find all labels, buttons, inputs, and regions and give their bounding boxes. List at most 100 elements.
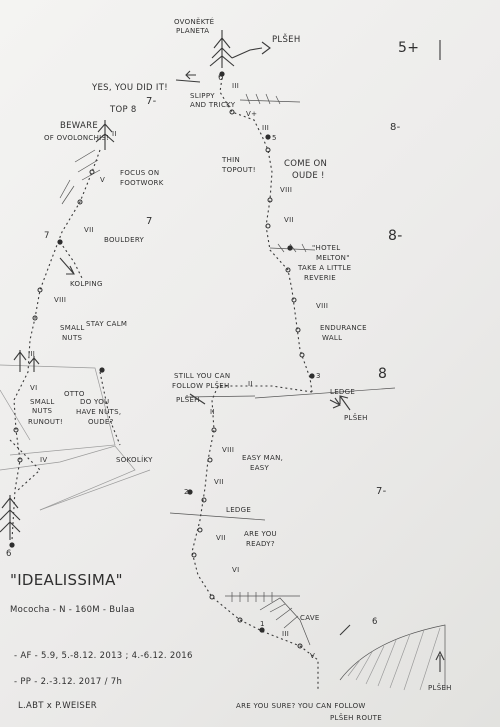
pitch-VII-b: VII [84, 226, 94, 234]
pitch-VIII-c: VIII [316, 302, 328, 310]
grade-7-left: 7 [146, 216, 153, 227]
label-easy-man: EASY MAN, [242, 454, 283, 462]
label-plseh-top: PLŠEH [272, 33, 301, 45]
label-cave: CAVE [300, 614, 320, 622]
label-ledge-right: LEDGE [330, 388, 355, 396]
grade-8: 8 [378, 366, 387, 382]
label-plseh-bottom: PLŠEH [428, 683, 452, 692]
grade-5plus: 5+ [398, 40, 419, 56]
label-hotel: "HOTEL [312, 244, 340, 252]
pitch-III-bottom: III [282, 630, 289, 638]
label-topout: TOPOUT! [221, 166, 256, 174]
tree-icon-bottom-left [0, 495, 21, 540]
label-are-you-sure: ARE YOU SURE? YOU CAN FOLLOW [236, 702, 366, 710]
label-take-a-little: TAKE A LITTLE [297, 264, 351, 272]
label-small: SMALL [60, 324, 85, 332]
label-stay-calm: STAY CALM [86, 320, 127, 328]
belay-2: 2 [184, 488, 189, 496]
label-have-nuts: HAVE NUTS, [76, 408, 121, 416]
label-top8: TOP 8 [109, 105, 137, 115]
label-reverie: REVERIE [304, 274, 336, 282]
belay-3: 3 [316, 372, 321, 380]
route-subtitle: Mococha - N - 160M - Bulaa [10, 605, 135, 615]
pitch-VIII-a: VIII [280, 186, 292, 194]
pitch-V-plus: V+ [246, 110, 257, 118]
ascent-pp: - PP - 2.-3.12. 2017 / 7h [14, 677, 122, 687]
label-bouldery: BOULDERY [104, 236, 145, 244]
label-nuts: NUTS [62, 334, 83, 342]
route-authors: L.ABT x P.WEISER [18, 701, 97, 711]
label-easy: EASY [250, 464, 270, 472]
pitch-II-top: II [112, 130, 117, 138]
label-runout: RUNOUT! [28, 418, 63, 426]
ascent-af: - AF - 5.9, 5.-8.12. 2013 ; 4.-6.12. 201… [14, 651, 193, 661]
label-melton: MELTON" [316, 254, 350, 262]
pitch-III-top: III [232, 82, 239, 90]
pitch-VI-left: VI [30, 384, 37, 392]
bolts [9, 71, 315, 649]
label-and-tricky: AND TRICKY [190, 101, 236, 109]
route-title: "IDEALISSIMA" [10, 571, 123, 589]
label-of-ovolonchis: OF OVOLONCHIS! [44, 134, 109, 142]
pitch-V-bottom: V [310, 652, 315, 660]
pitch-IV: IV [40, 456, 47, 464]
label-oude: OUDE ! [292, 171, 325, 181]
label-nuts-runout: NUTS [32, 407, 53, 415]
pitch-VII-c: VII [214, 478, 224, 486]
label-footwork: FOOTWORK [120, 179, 164, 187]
grade-6-top: 6 [218, 73, 224, 83]
route-lines [9, 40, 445, 690]
annotations: OVONĚKTÉ PLANETA PLŠEH 5+ YES, YOU DID I… [6, 17, 419, 660]
tree-icon-top-left [95, 120, 115, 150]
label-do-you: DO YOU [80, 398, 109, 406]
label-come-on: COME ON [284, 159, 327, 169]
bottom-notes: ARE YOU SURE? YOU CAN FOLLOW PLŠEH ROUTE… [236, 683, 452, 722]
label-oude-q: OUDE? [88, 418, 114, 426]
pitch-III-left: III [28, 350, 35, 358]
grade-8minus: 8- [388, 228, 403, 244]
label-ready: READY? [246, 540, 275, 548]
pitch-III: III [262, 124, 269, 132]
label-otto: OTTO [64, 390, 85, 398]
label-ledge-mid: LEDGE [226, 506, 251, 514]
label-plseh-route: PLŠEH ROUTE [330, 713, 382, 722]
belay-5: 5 [272, 134, 277, 142]
label-plseh-left: PLŠEH [176, 395, 200, 404]
pitch-II-mid: II [248, 380, 253, 388]
tree-icon-top [209, 30, 235, 68]
belay-1: 1 [260, 620, 265, 628]
label-plseh-right: PLŠEH [344, 413, 368, 422]
route-info-block: "IDEALISSIMA" Mococha - N - 160M - Bulaa… [10, 571, 193, 711]
label-beware: BEWARE [60, 121, 98, 131]
label-endurance: ENDURANCE [320, 324, 367, 332]
label-thin: THIN [221, 156, 240, 164]
label-small-runout: SMALL [30, 398, 55, 406]
pitch-VIII-b: VIII [54, 296, 66, 304]
label-kolping: KOLPING [70, 280, 103, 288]
label-are-you: ARE YOU [244, 530, 277, 538]
pitch-VI-bottom: VI [232, 566, 239, 574]
label-focus-on: FOCUS ON [120, 169, 159, 177]
label-sokoliky: SOKOLÍKY [116, 455, 153, 464]
tree-icon-left [13, 350, 40, 372]
pitch-V: V [100, 176, 105, 184]
terrain-sketch [0, 93, 446, 691]
label-wall: WALL [322, 334, 342, 342]
pitch-VII-a: VII [284, 216, 294, 224]
label-yes-you-did-it: YES, YOU DID IT! [91, 83, 168, 93]
grade-7-top: 7- [146, 96, 157, 107]
grade-8minus-top: 8- [390, 122, 401, 133]
label-follow-plseh: FOLLOW PLŠEH [172, 381, 230, 390]
grade-7-right: 7- [376, 486, 387, 497]
grade-6-bottom: 6 [6, 549, 12, 559]
label-ovonkete: OVONĚKTÉ [174, 17, 214, 26]
label-still-you-can: STILL YOU CAN [174, 372, 230, 380]
pitch-VII-d: VII [216, 534, 226, 542]
label-slippy: SLIPPY [190, 92, 215, 100]
pitch-VIII-d: VIII [222, 446, 234, 454]
grade-6-right: 6 [372, 617, 378, 627]
pitch-II-b: II [210, 408, 215, 416]
belay-7: 7 [44, 231, 50, 241]
